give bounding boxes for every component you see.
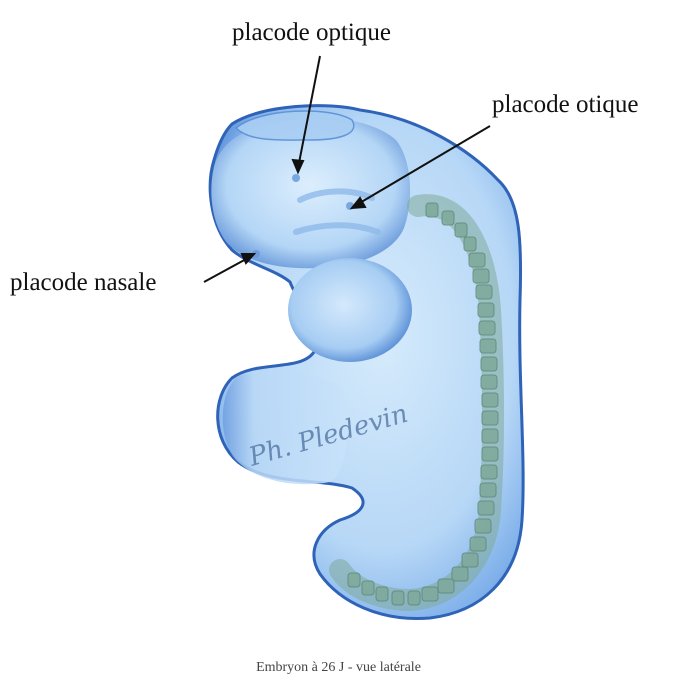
somite <box>425 202 439 218</box>
somite <box>480 374 498 390</box>
cardiac-bulge <box>288 258 412 362</box>
somite <box>480 356 498 372</box>
somite <box>375 586 389 602</box>
optic-arrowhead <box>291 158 305 175</box>
somite <box>361 580 375 596</box>
somite <box>477 302 495 318</box>
somite <box>475 284 493 300</box>
somite <box>481 410 499 426</box>
somite <box>421 586 439 602</box>
somite <box>479 338 497 354</box>
somite <box>477 500 495 516</box>
somite <box>441 210 455 226</box>
somite <box>472 268 490 284</box>
somite <box>480 464 498 480</box>
somite <box>481 446 499 462</box>
otic-pointer <box>357 125 491 205</box>
somite <box>481 392 499 408</box>
somite <box>478 320 496 336</box>
head-crest <box>234 110 355 141</box>
somite <box>454 222 468 238</box>
somite <box>469 536 487 552</box>
somite <box>347 572 361 588</box>
optic-pointer <box>297 55 321 169</box>
nasal-placode <box>252 250 260 258</box>
head-ridges <box>293 188 381 235</box>
somite <box>391 590 405 606</box>
label-placode-otique: placode otique <box>492 91 639 118</box>
somite <box>481 428 499 444</box>
figure-caption: Embryon à 26 J - vue latérale <box>256 660 421 675</box>
label-placode-nasale: placode nasale <box>10 269 157 296</box>
somite <box>461 552 479 568</box>
somite <box>437 578 455 594</box>
somite <box>451 566 469 582</box>
nasal-arrowhead <box>240 253 257 265</box>
optic-placode <box>292 174 300 182</box>
somites <box>347 202 499 606</box>
somite <box>474 518 492 534</box>
somite <box>468 252 486 268</box>
somite <box>479 482 497 498</box>
nasal-pointer <box>203 257 249 283</box>
limb-bud <box>222 371 348 485</box>
pointer-arrows <box>203 55 491 283</box>
label-placode-optique: placode optique <box>232 19 391 46</box>
somite <box>407 590 421 606</box>
otic-arrowhead <box>349 196 367 210</box>
somite <box>463 236 477 252</box>
